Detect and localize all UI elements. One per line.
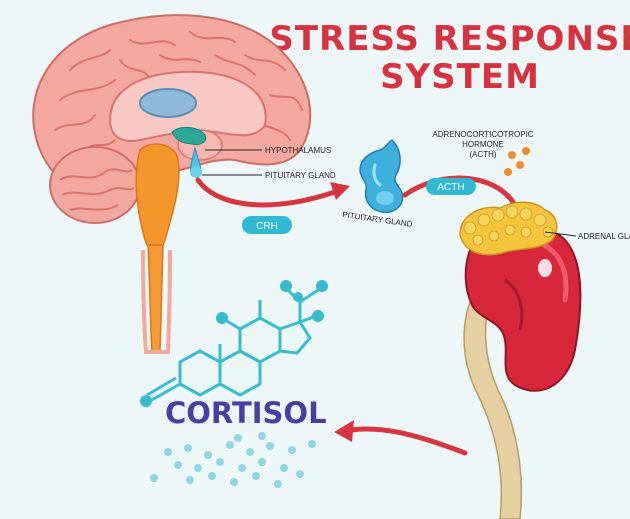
pituitary-gland-illustration: [360, 140, 403, 212]
title-line-2: SYSTEM: [380, 57, 540, 97]
cortisol-arrowhead: [334, 420, 354, 442]
title-line-1: STRESS RESPONSE: [269, 19, 630, 59]
pituitary-gland-caption: PITUITARY GLAND: [342, 210, 413, 229]
hypothalamus-label: HYPOTHALAMUS: [265, 146, 331, 155]
pituitary-gland-label: PITUITARY GLAND: [265, 171, 336, 180]
crh-arrowhead: [330, 182, 350, 200]
acth-pill-label: ACTH: [437, 182, 464, 193]
cortisol-molecule: [147, 290, 318, 401]
cerebellum: [50, 147, 140, 223]
crh-pill-label: CRH: [256, 221, 278, 232]
cortisol-arrow: [350, 429, 465, 453]
acth-full-label-line-2: HORMONE: [462, 140, 504, 149]
brain-illustration: [33, 15, 310, 352]
acth-full-label-line-3: (ACTH): [469, 150, 496, 159]
cortisol-particles: [150, 432, 316, 488]
cortisol-label: CORTISOL: [165, 396, 327, 430]
crh-arrow: [198, 180, 335, 205]
acth-hormone-particles: [504, 147, 530, 176]
acth-full-label-line-1: ADRENOCORTICOTROPIC: [432, 130, 533, 139]
adrenal-gland-label: ADRENAL GLAND: [578, 232, 630, 241]
kidney-illustration: [464, 224, 580, 519]
